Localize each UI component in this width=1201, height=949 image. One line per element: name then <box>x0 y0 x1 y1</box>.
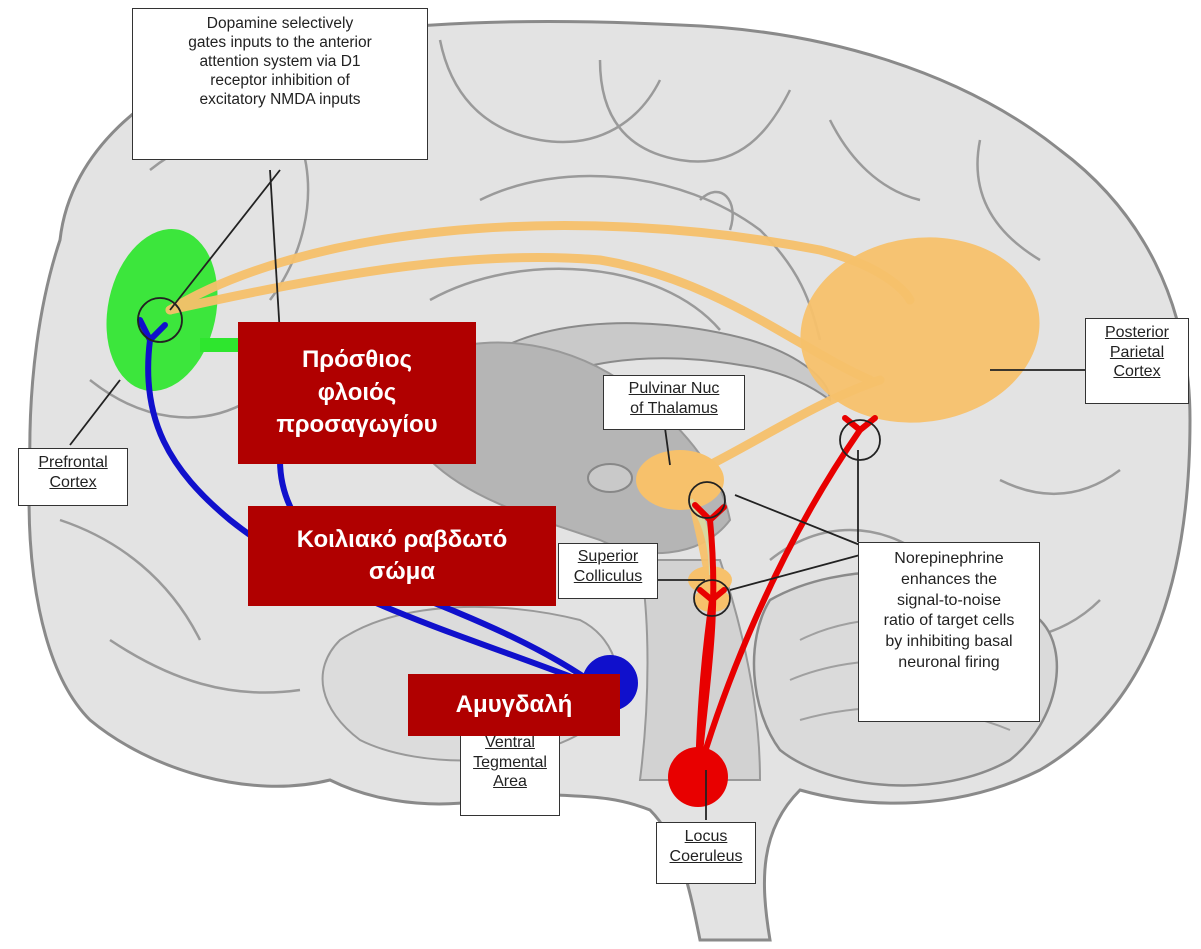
locus-line-2: Coeruleus <box>657 847 755 867</box>
locus-coeruleus-dot <box>668 747 728 807</box>
colliculus-line-1: Superior <box>559 547 657 567</box>
ventral-striatum-overlay: Κοιλιακό ραβδωτό σώμα <box>248 506 556 606</box>
parietal-line-2: Parietal <box>1086 343 1188 363</box>
ne-note-line-2: enhances the <box>859 570 1039 591</box>
ne-note-line-3: signal-to-noise <box>859 591 1039 612</box>
prefrontal-line-2: Cortex <box>19 473 127 493</box>
colliculus-line-2: Colliculus <box>559 567 657 587</box>
vs-line-2: σώμα <box>369 556 435 588</box>
acc-line-2: φλοιός <box>318 377 396 409</box>
norepinephrine-note-box: Norepinephrine enhances the signal-to-no… <box>858 542 1040 722</box>
locus-line-1: Locus <box>657 827 755 847</box>
parietal-line-1: Posterior <box>1086 323 1188 343</box>
acc-line-1: Πρόσθιος <box>302 344 412 376</box>
posterior-parietal-label: Posterior Parietal Cortex <box>1085 318 1189 404</box>
ne-note-line-6: neuronal firing <box>859 653 1039 674</box>
prefrontal-label: Prefrontal Cortex <box>18 448 128 506</box>
ne-note-line-4: ratio of target cells <box>859 611 1039 632</box>
amygdala-text: Αμυγδαλή <box>456 691 573 719</box>
dopamine-note-box: Dopamine selectively gates inputs to the… <box>132 8 428 160</box>
locus-coeruleus-label: Locus Coeruleus <box>656 822 756 884</box>
ne-note-line-1: Norepinephrine <box>859 549 1039 570</box>
superior-colliculus-label: Superior Colliculus <box>558 543 658 599</box>
vta-label: Ventral Tegmental Area <box>460 728 560 816</box>
anterior-cingulate-overlay: Πρόσθιος φλοιός προσαγωγίου <box>238 322 476 464</box>
vta-line-3: Area <box>461 772 559 792</box>
ne-note-line-5: by inhibiting basal <box>859 632 1039 653</box>
dopamine-note-line-4: receptor inhibition of <box>133 72 427 91</box>
parietal-line-3: Cortex <box>1086 362 1188 382</box>
dopamine-note-line-3: attention system via D1 <box>133 53 427 72</box>
dopamine-note-line-2: gates inputs to the anterior <box>133 34 427 53</box>
prefrontal-line-1: Prefrontal <box>19 453 127 473</box>
acc-line-3: προσαγωγίου <box>276 409 437 441</box>
pulvinar-label: Pulvinar Nuc of Thalamus <box>603 375 745 430</box>
interthalamic-adhesion <box>588 464 632 492</box>
vta-line-2: Tegmental <box>461 753 559 773</box>
pulvinar-line-2: of Thalamus <box>604 399 744 419</box>
amygdala-overlay: Αμυγδαλή <box>408 674 620 736</box>
vs-line-1: Κοιλιακό ραβδωτό <box>297 524 508 556</box>
dopamine-note-line-1: Dopamine selectively <box>133 15 427 34</box>
pulvinar-region <box>636 450 724 510</box>
dopamine-note-line-5: excitatory NMDA inputs <box>133 91 427 110</box>
pulvinar-line-1: Pulvinar Nuc <box>604 379 744 399</box>
